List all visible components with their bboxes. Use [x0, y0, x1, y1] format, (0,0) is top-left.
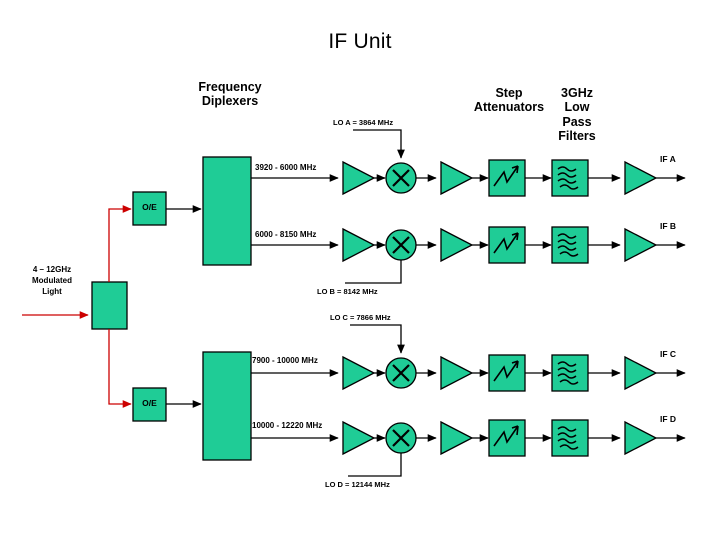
step-attenuator-icon-d	[493, 425, 519, 447]
step-attenuator-icon-c	[493, 360, 519, 382]
channel-a-chain	[251, 129, 686, 197]
output-label-a: IF A	[660, 154, 676, 164]
header-step-attenuators: Step Attenuators	[473, 86, 545, 115]
lowpass-filter-icon-d	[557, 426, 579, 450]
step-attenuator-icon-a	[493, 165, 519, 187]
step-attenuator-b[interactable]	[488, 226, 526, 264]
frequency-diplexer-lower[interactable]	[202, 351, 252, 461]
oe-to-diplexer-lines	[166, 205, 202, 408]
lo-label-a: LO A = 3864 MHz	[333, 118, 394, 127]
lowpass-filter-icon-b	[557, 233, 579, 257]
oe-converter-upper[interactable]	[132, 191, 167, 226]
output-label-c: IF C	[660, 349, 677, 359]
amplifier-triangle-icon-c1[interactable]	[342, 355, 376, 391]
lowpass-filter-b[interactable]	[551, 226, 589, 264]
page-title: IF Unit	[328, 30, 392, 53]
lowpass-filter-icon-a	[557, 166, 579, 190]
band-label-d: 10000 - 12220 MHz	[252, 421, 323, 430]
amplifier-triangle-icon-b3[interactable]	[624, 227, 658, 263]
header-frequency-diplexers: Frequency Diplexers	[198, 80, 262, 109]
lo-label-b: LO B = 8142 MHz	[317, 287, 378, 296]
amplifier-triangle-icon-c2[interactable]	[440, 355, 474, 391]
band-label-b: 6000 - 8150 MHz	[255, 230, 317, 239]
amplifier-triangle-icon-d1[interactable]	[342, 420, 376, 456]
frequency-diplexer-upper[interactable]	[202, 156, 252, 266]
step-attenuator-c[interactable]	[488, 354, 526, 392]
mixer-cross-icon-a	[392, 169, 410, 187]
lowpass-filter-icon-c	[557, 361, 579, 385]
mixer-cross-icon-c	[392, 364, 410, 382]
amplifier-triangle-icon-b2[interactable]	[440, 227, 474, 263]
lowpass-filter-d[interactable]	[551, 419, 589, 457]
lo-label-c: LO C = 7866 MHz	[330, 313, 391, 322]
lo-injection-line-b	[345, 260, 402, 284]
amplifier-triangle-icon-d2[interactable]	[440, 420, 474, 456]
lowpass-filter-a[interactable]	[551, 159, 589, 197]
oe-converter-lower-label: O/E	[142, 398, 157, 408]
channel-d-chain	[251, 419, 686, 477]
lowpass-filter-c[interactable]	[551, 354, 589, 392]
channel-b-chain	[251, 226, 686, 284]
band-label-a: 3920 - 6000 MHz	[255, 163, 317, 172]
amplifier-triangle-icon-a3[interactable]	[624, 160, 658, 196]
lo-injection-line-d	[348, 453, 402, 477]
optical-branch-lines	[108, 205, 132, 408]
input-signal-label: 4 – 12GHz Modulated Light	[32, 265, 72, 296]
amplifier-triangle-icon-a1[interactable]	[342, 160, 376, 196]
channel-c-chain	[251, 324, 686, 392]
step-attenuator-a[interactable]	[488, 159, 526, 197]
step-attenuator-d[interactable]	[488, 419, 526, 457]
amplifier-triangle-icon-b1[interactable]	[342, 227, 376, 263]
output-label-b: IF B	[660, 221, 677, 231]
mixer-cross-icon-b	[392, 236, 410, 254]
amplifier-triangle-icon-c3[interactable]	[624, 355, 658, 391]
amplifier-triangle-icon-a2[interactable]	[440, 160, 474, 196]
lo-label-d: LO D = 12144 MHz	[325, 480, 390, 489]
band-label-c: 7900 - 10000 MHz	[252, 356, 318, 365]
step-attenuator-icon-b	[493, 232, 519, 254]
optical-splitter-block[interactable]	[91, 281, 128, 330]
oe-converter-upper-label: O/E	[142, 202, 157, 212]
output-label-d: IF D	[660, 414, 677, 424]
header-lowpass-filters: 3GHz Low Pass Filters	[558, 86, 596, 144]
oe-converter-lower[interactable]	[132, 387, 167, 422]
lo-injection-line-a	[353, 129, 405, 159]
amplifier-triangle-icon-d3[interactable]	[624, 420, 658, 456]
mixer-cross-icon-d	[392, 429, 410, 447]
lo-injection-line-c	[350, 324, 405, 354]
